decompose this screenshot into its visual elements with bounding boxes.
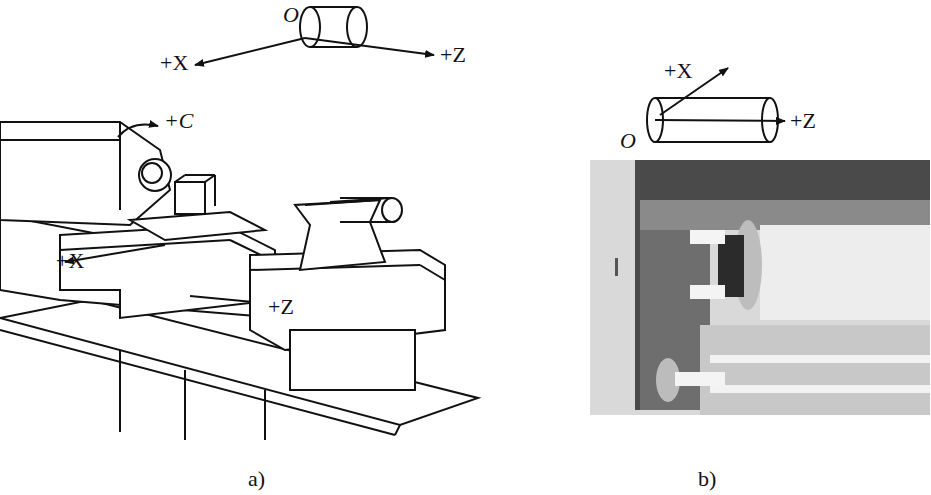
subfigure-label: b) [698,468,716,490]
axis-label: +X [160,52,188,74]
axis-label: +Z [440,44,466,66]
axis-label: +Z [268,296,294,318]
origin-label: O [620,130,636,152]
axis-label: +Z [790,110,816,132]
axis-label: +X [56,250,84,272]
subfigure-label: a) [248,468,265,490]
rotation-axis-label: +C [164,110,194,132]
origin-label: O [283,4,299,26]
axis-label: +X [664,60,692,82]
